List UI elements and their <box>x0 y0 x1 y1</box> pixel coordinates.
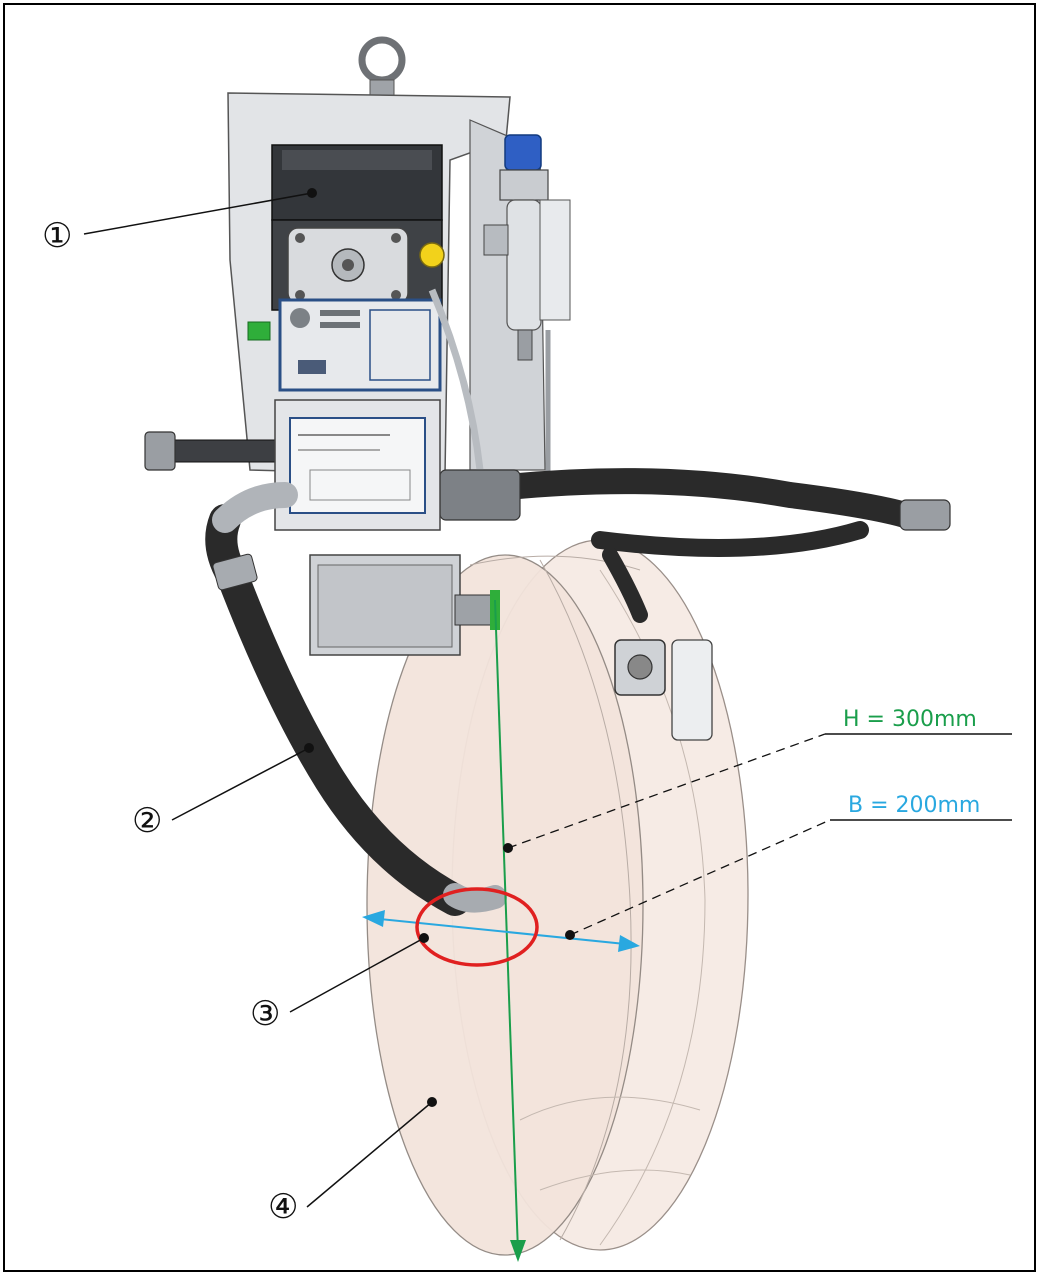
lifting-eye <box>358 36 406 101</box>
callout-1: ① <box>42 216 72 256</box>
hose <box>205 482 507 916</box>
height-dimension-label: H = 300mm <box>843 707 977 732</box>
junction-box <box>309 554 500 656</box>
pump-unit <box>247 144 445 392</box>
leader-lines <box>83 192 1012 1208</box>
thin-tube <box>428 288 484 471</box>
callout-3: ③ <box>250 994 280 1034</box>
leader-dots <box>304 188 575 1107</box>
side-valve <box>602 547 713 741</box>
horizontal-line <box>144 431 951 557</box>
width-dimension-label: B = 200mm <box>848 793 980 818</box>
electronics-box <box>274 399 441 531</box>
width-dimension-line <box>362 910 640 952</box>
callout-2: ② <box>132 801 162 841</box>
connection-highlight-circle <box>415 887 539 967</box>
filter-regulator <box>483 134 571 480</box>
height-dimension-line <box>494 599 526 1262</box>
callout-4: ④ <box>268 1187 298 1227</box>
